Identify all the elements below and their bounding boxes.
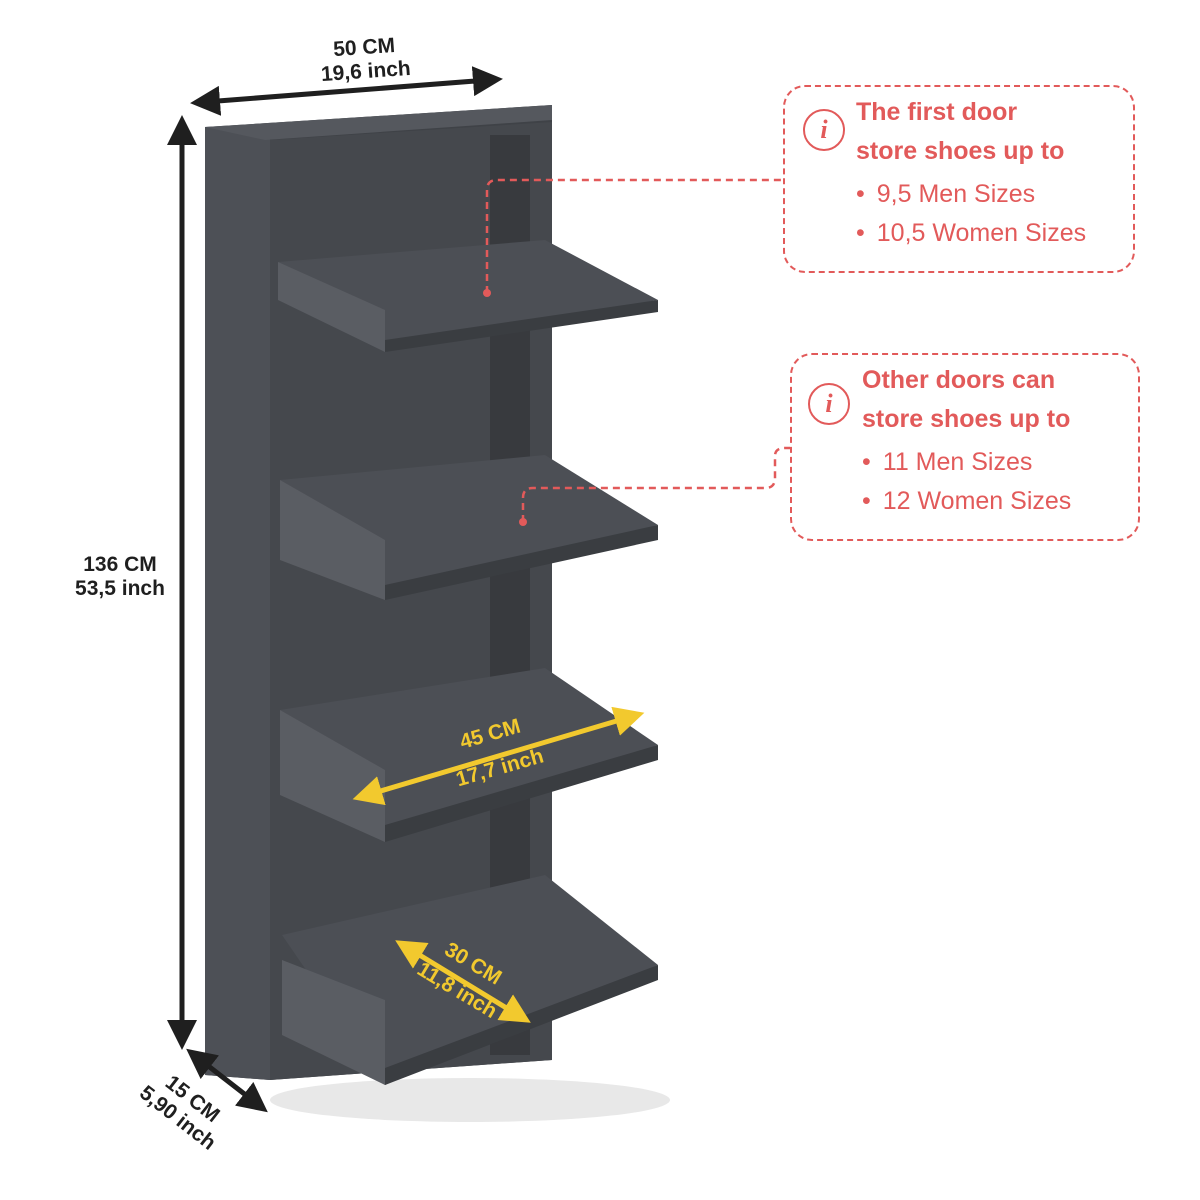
callout-first-door: i The first door store shoes up to 9,5 M… bbox=[783, 85, 1135, 273]
callout-title: Other doors can bbox=[862, 366, 1056, 394]
depth-arrow bbox=[186, 1048, 268, 1113]
callout-other-doors: i Other doors can store shoes up to 11 M… bbox=[790, 353, 1140, 541]
shelf-width-arrow bbox=[352, 706, 645, 806]
callout-title: The first door bbox=[856, 98, 1018, 126]
leader-dot-first-door bbox=[483, 289, 491, 297]
callout-title: store shoes up to bbox=[862, 405, 1071, 433]
height-label: 136 CM 53,5 inch bbox=[55, 553, 185, 600]
floor-shadow bbox=[270, 1078, 670, 1122]
callout-title: store shoes up to bbox=[856, 137, 1065, 165]
leader-line-first-door bbox=[485, 178, 783, 293]
height-cm: 136 CM bbox=[83, 553, 157, 576]
shelf-1 bbox=[278, 240, 658, 352]
callout-item: 9,5 Men Sizes bbox=[856, 175, 1086, 214]
shelf-depth-arrow bbox=[395, 940, 531, 1023]
callout-item: 12 Women Sizes bbox=[862, 482, 1072, 521]
leader-line-other-doors bbox=[521, 446, 790, 522]
leader-dot-other-doors bbox=[519, 518, 527, 526]
height-inch: 53,5 inch bbox=[75, 576, 165, 600]
callout-item: 10,5 Women Sizes bbox=[856, 214, 1086, 253]
callout-item: 11 Men Sizes bbox=[862, 443, 1071, 482]
info-icon: i bbox=[808, 383, 850, 425]
width-arrow bbox=[190, 66, 503, 116]
shelf-2 bbox=[280, 455, 658, 600]
info-icon: i bbox=[803, 109, 845, 151]
